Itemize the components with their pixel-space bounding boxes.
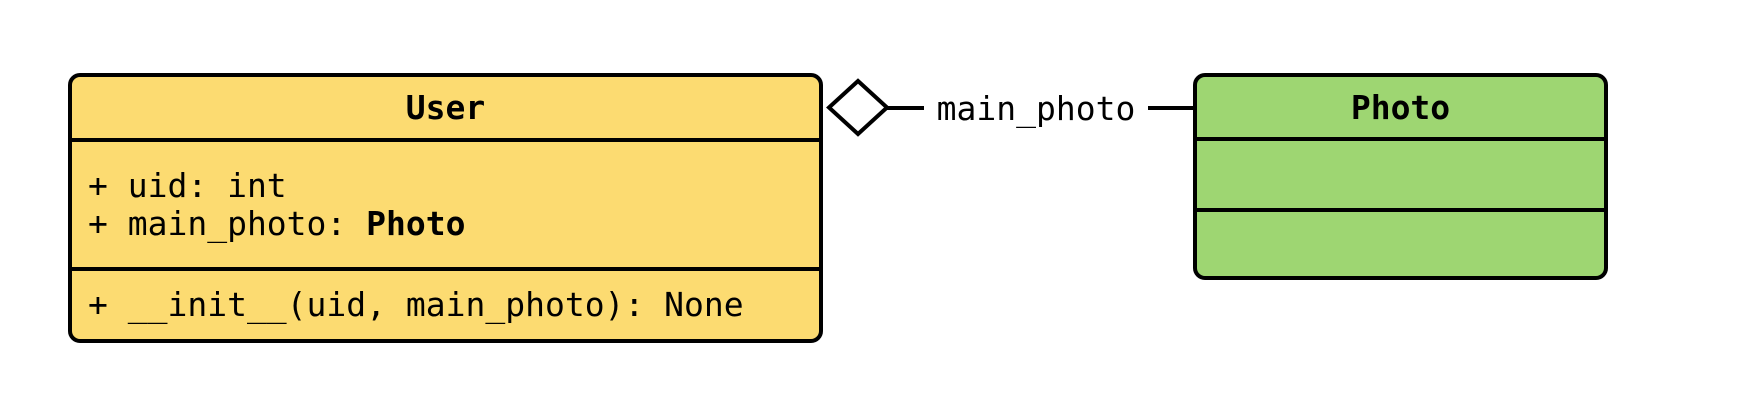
relation-label-background [924,87,1148,129]
user-method-init: + __init__(uid, main_photo): None [88,286,819,324]
photo-class-name: Photo [1350,87,1451,127]
photo-attributes-compartment [1197,141,1604,212]
photo-methods-compartment [1197,212,1604,276]
class-box-user[interactable]: User + uid: int + main_photo: Photo + __… [68,73,823,343]
user-attribute-main-photo-type: Photo [366,203,466,243]
user-method-init-text: + __init__(uid, main_photo): None [88,285,744,324]
relation-label: main_photo [937,89,1136,129]
user-attribute-uid: + uid: int [88,165,819,205]
class-box-photo[interactable]: Photo [1193,73,1608,280]
user-methods-compartment: + __init__(uid, main_photo): None [72,271,819,339]
user-attribute-uid-text: + uid: int [88,165,287,205]
user-title-compartment: User [72,77,819,142]
user-attribute-main-photo: + main_photo: Photo [88,203,819,243]
relation-main-photo[interactable]: main_photo [826,78,1193,137]
aggregation-diamond-icon [826,78,890,137]
user-attributes-compartment: + uid: int + main_photo: Photo [72,142,819,271]
photo-title-compartment: Photo [1197,77,1604,141]
user-attribute-main-photo-text: + main_photo: [88,203,367,243]
user-class-name: User [405,88,486,127]
